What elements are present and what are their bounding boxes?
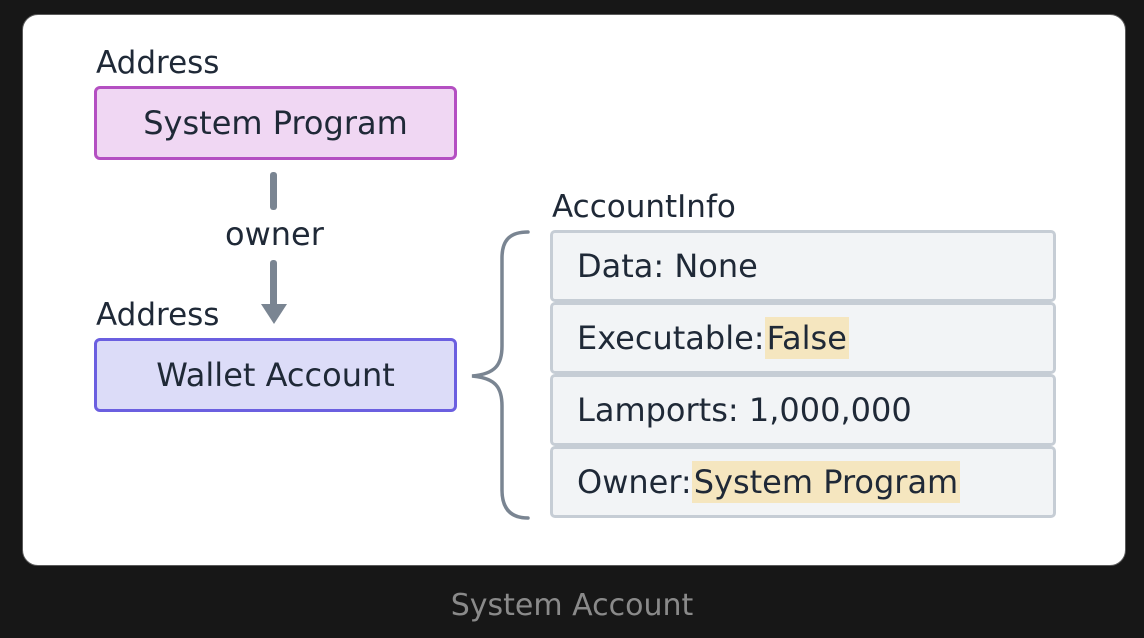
owner-edge-label: owner xyxy=(225,215,324,253)
bottom-address-label: Address xyxy=(96,297,220,333)
info-row-lamports: Lamports: 1,000,000 xyxy=(550,374,1056,446)
owner-arrow-head xyxy=(261,304,287,324)
system-program-node: System Program xyxy=(94,86,457,160)
figure-caption: System Account xyxy=(450,588,694,623)
info-row-executable: Executable:False xyxy=(550,302,1056,374)
info-row-executable-key: Executable: xyxy=(577,319,765,357)
account-info-brace xyxy=(471,230,530,520)
owner-value-highlight: System Program xyxy=(691,461,961,503)
info-row-lamports-text: Lamports: 1,000,000 xyxy=(577,391,912,429)
executable-value-highlight: False xyxy=(764,317,849,359)
info-row-owner: Owner:System Program xyxy=(550,446,1056,518)
info-row-owner-key: Owner: xyxy=(577,463,692,501)
top-address-label: Address xyxy=(96,45,220,81)
info-row-data-text: Data: None xyxy=(577,247,758,285)
owner-arrow-upper xyxy=(270,172,277,210)
owner-arrow-lower xyxy=(270,260,277,308)
wallet-account-node: Wallet Account xyxy=(94,338,457,412)
info-row-data: Data: None xyxy=(550,230,1056,302)
account-info-title: AccountInfo xyxy=(552,189,736,225)
